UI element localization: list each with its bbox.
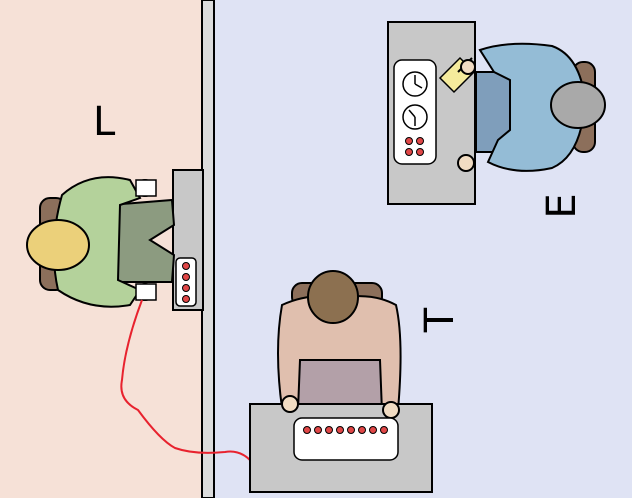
monitor-indicator <box>405 137 413 145</box>
teacher-hand-left <box>281 395 299 413</box>
experimenter-hand-upper <box>460 59 476 75</box>
shock-switch <box>380 426 388 434</box>
clock-icon <box>402 104 428 130</box>
electrode-strap-lower <box>135 283 157 301</box>
experimenter-label: E <box>539 193 585 218</box>
teacher-hand-right <box>382 401 400 419</box>
shock-switch <box>358 426 366 434</box>
answer-button <box>182 262 190 270</box>
learner-label: L <box>93 99 116 145</box>
learner-head <box>26 219 90 271</box>
shock-switch <box>314 426 322 434</box>
learner-group: L <box>26 99 204 311</box>
shock-switch <box>347 426 355 434</box>
shock-switches <box>303 426 388 434</box>
teacher-head <box>307 270 359 324</box>
teacher-group: T <box>249 270 463 493</box>
answer-button <box>182 284 190 292</box>
clock-icon <box>402 71 428 97</box>
answer-buttons <box>182 262 190 303</box>
shock-switch <box>303 426 311 434</box>
answer-box <box>175 257 197 307</box>
answer-button <box>182 295 190 303</box>
shock-generator <box>293 417 399 461</box>
shock-switch <box>369 426 377 434</box>
monitor-indicator <box>416 137 424 145</box>
answer-button <box>182 273 190 281</box>
shock-switch <box>336 426 344 434</box>
monitor-indicator <box>405 148 413 156</box>
electrode-strap-upper <box>135 179 157 197</box>
teacher-legs <box>297 359 383 407</box>
teacher-label: T <box>417 307 463 333</box>
monitor-indicators <box>405 137 424 156</box>
teacher-desk <box>249 403 433 493</box>
shock-switch <box>325 426 333 434</box>
experimenter-group: E <box>387 21 606 219</box>
experimenter-head <box>550 81 606 129</box>
experimenter-hand-lower <box>457 154 475 172</box>
monitor-indicator <box>416 148 424 156</box>
